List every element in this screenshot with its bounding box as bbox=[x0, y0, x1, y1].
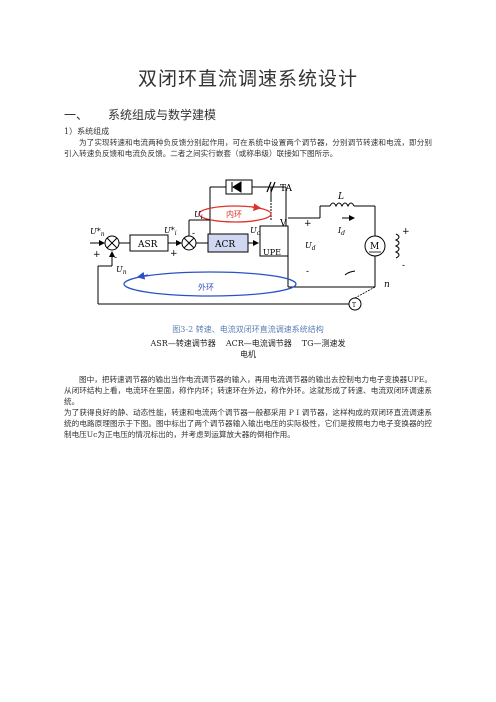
inner-loop-label: 内环 bbox=[226, 209, 242, 219]
sum1-plus: + bbox=[93, 250, 101, 260]
asr-label: ASR bbox=[137, 240, 158, 250]
label-n: n bbox=[384, 280, 390, 290]
figure-legend: ASR—转速调节器 ACR—电流调节器 TG—测速发 电机 bbox=[0, 338, 496, 360]
label-ui: Ui bbox=[194, 210, 203, 221]
label-l: L bbox=[337, 192, 344, 202]
sum2-minus: - bbox=[192, 229, 195, 239]
upe-label: UPE bbox=[263, 248, 281, 257]
page-title: 双闭环直流调速系统设计 bbox=[137, 68, 358, 90]
block-diagram: TA V 内环 U*n + - ASR U*i + - Ui ACR Uc UP… bbox=[90, 179, 410, 311]
explanation-paragraph: 图中，把转速调节器的输出当作电流调节器的输入，再用电流调节器的输出去控制电力电子… bbox=[64, 375, 432, 406]
field-minus: - bbox=[402, 261, 405, 271]
intro-paragraph: 为了实现转速和电流两种负反馈分别起作用，可在系统中设置两个调节器，分别调节转速和… bbox=[64, 138, 432, 158]
pi-paragraph: 为了获得良好的静、动态性能，转速和电流两个调节器一般都采用 P I 调节器，这样… bbox=[64, 408, 432, 439]
outer-loop-ellipse bbox=[123, 271, 297, 297]
label-ud: Ud bbox=[305, 241, 316, 252]
label-un: Un bbox=[116, 265, 127, 276]
legend-acr: ACR—电流调节器 bbox=[225, 339, 292, 348]
field-plus: + bbox=[402, 227, 410, 237]
acr-label: ACR bbox=[214, 240, 235, 250]
legend-tg-continued: 电机 bbox=[240, 350, 256, 359]
figure-caption: 图3-2 转速、电流双闭环直流调速系统结构 bbox=[172, 325, 324, 334]
upe-block bbox=[259, 225, 289, 257]
field-winding-icon bbox=[394, 233, 400, 259]
outer-loop-label: 外环 bbox=[198, 282, 214, 292]
inductor-icon bbox=[329, 202, 355, 208]
current-transformer-icon bbox=[266, 181, 276, 193]
legend-tg: TG—测速发 bbox=[301, 339, 346, 348]
label-id: Id bbox=[337, 226, 345, 237]
subsection-heading: 1）系统组成 bbox=[64, 127, 110, 136]
tg-label: T bbox=[352, 302, 356, 309]
sum1-minus: - bbox=[114, 253, 117, 263]
label-un-star: U*n bbox=[90, 227, 105, 238]
motor-label: M bbox=[370, 242, 379, 252]
legend-asr: ASR—转速调节器 bbox=[150, 339, 216, 348]
section-number: 一、 bbox=[64, 108, 89, 122]
section-title: 系统组成与数学建模 bbox=[108, 108, 217, 122]
label-v: V bbox=[279, 219, 287, 229]
label-ui-star: U*i bbox=[164, 226, 177, 237]
label-uc: Uc bbox=[250, 226, 261, 237]
ud-minus: - bbox=[306, 267, 309, 277]
ud-plus: + bbox=[304, 219, 312, 229]
thyristor-icon bbox=[231, 181, 242, 193]
section-heading: 一、 系统组成与数学建模 bbox=[64, 106, 216, 123]
inner-loop-ellipse bbox=[198, 205, 272, 223]
sum2-plus: + bbox=[170, 249, 178, 259]
